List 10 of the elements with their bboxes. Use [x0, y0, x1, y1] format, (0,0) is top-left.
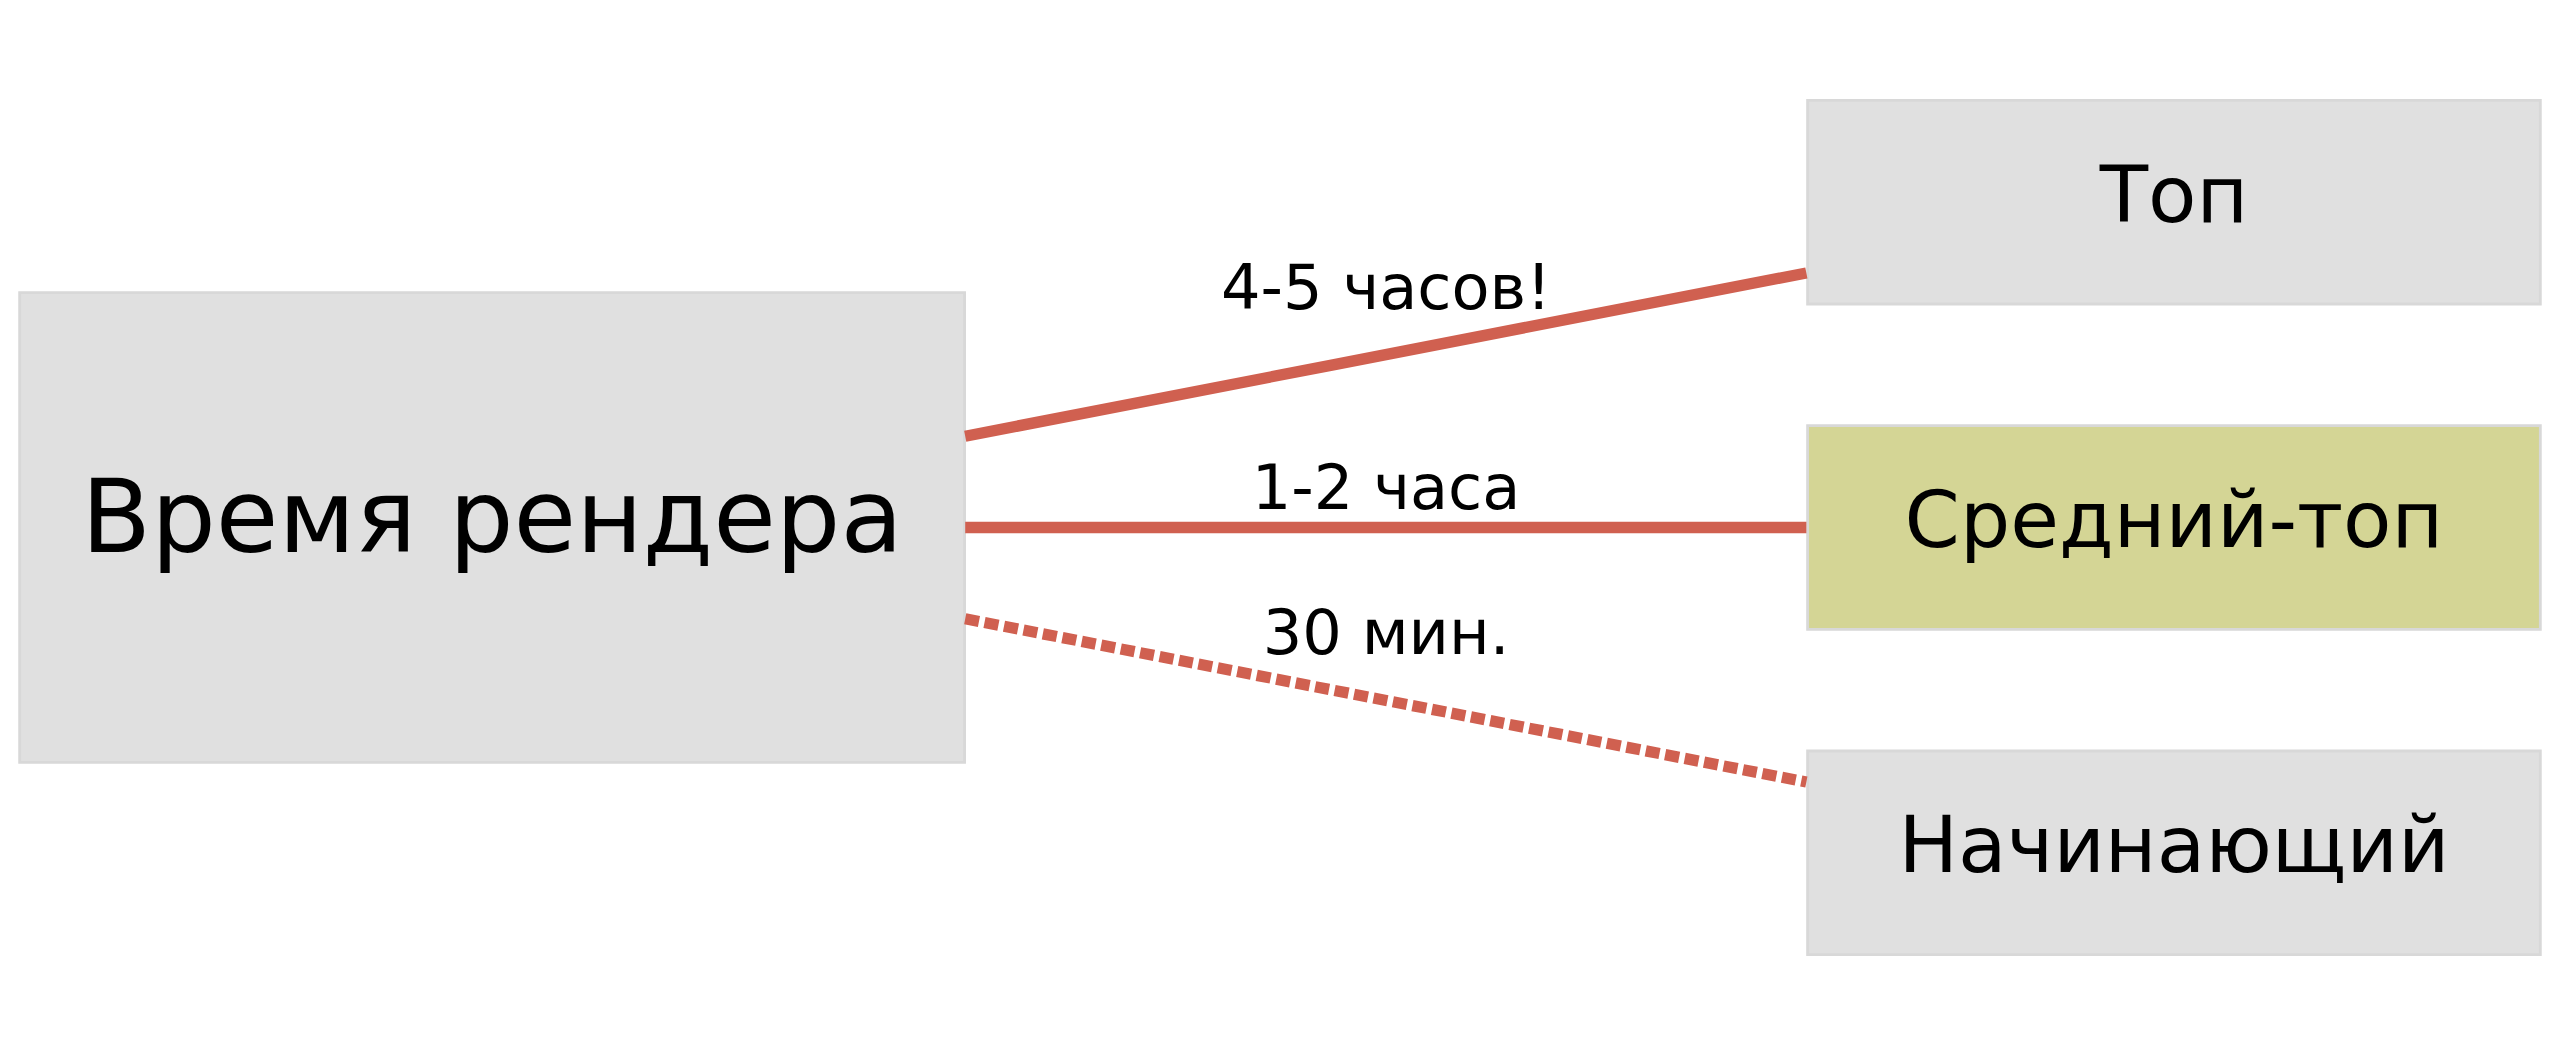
node-box: Начинающий [1806, 749, 2542, 957]
edge-label: 4-5 часов! [1220, 250, 1552, 324]
node-box: Средний-топ [1806, 424, 2542, 631]
connector [965, 521, 1807, 534]
edge-label: 30 мин. [1262, 595, 1510, 669]
node-box: Время рендера [18, 291, 966, 764]
node-box: Топ [1806, 98, 2542, 306]
edge-label: 1-2 часа [1251, 451, 1521, 525]
connector [964, 267, 1808, 442]
connector [964, 613, 1808, 788]
